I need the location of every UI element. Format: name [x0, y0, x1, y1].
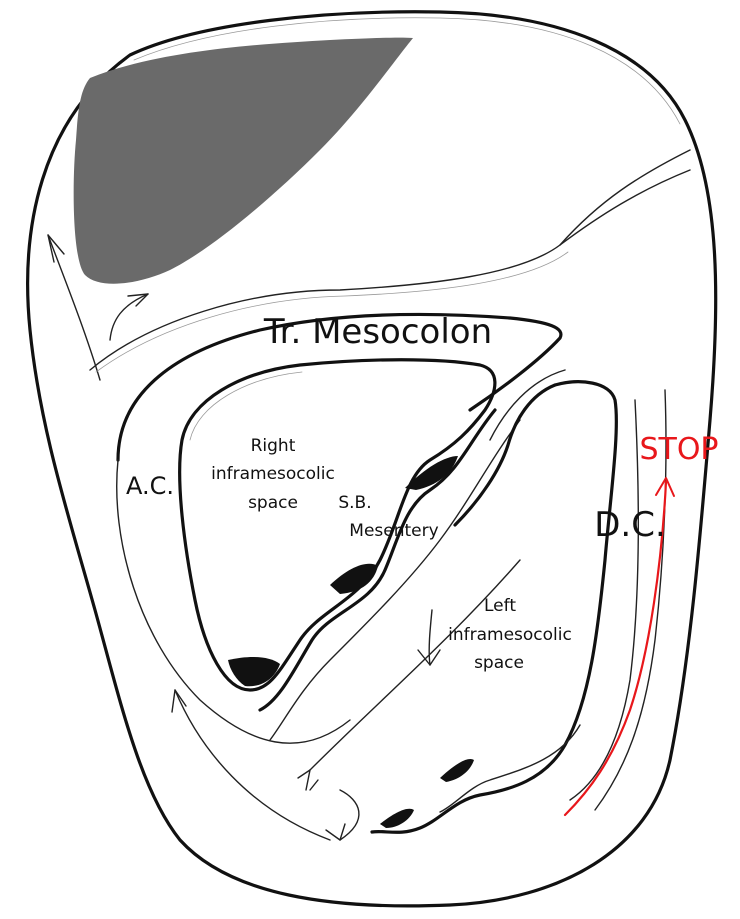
flow-arrows [171, 559, 521, 841]
label-left-space-1: Left [484, 596, 516, 616]
label-right-space-3: space [248, 493, 298, 513]
liver-shape [73, 37, 413, 284]
right-inframesocolic-outline [178, 358, 497, 692]
label-left-space-2: inframesocolic [448, 625, 572, 645]
transverse-mesocolon-outline [116, 312, 563, 744]
label-stop: STOP [639, 432, 718, 467]
stop-line [563, 477, 675, 817]
paracolic-arrows [47, 234, 149, 381]
label-tr-mesocolon: Tr. Mesocolon [263, 312, 492, 352]
label-dc: D.C. [594, 505, 666, 545]
label-left-space-3: space [474, 653, 524, 673]
left-inframesocolic-outline [370, 369, 618, 834]
label-right-space-1: Right [251, 436, 296, 456]
label-right-space-2: inframesocolic [211, 464, 335, 484]
label-sb-1: S.B. [338, 493, 371, 513]
descending-colon-gutter [569, 389, 667, 811]
abdominal-cavity-outline [26, 10, 718, 908]
label-sb-2: Mesentery [349, 521, 438, 541]
mesocolon-root-lines [89, 149, 691, 373]
sb-mesentery-lines [258, 408, 521, 741]
dark-recesses [228, 456, 474, 828]
diagram-labels: Tr. Mesocolon A.C. D.C. Right inframesoc… [126, 312, 719, 673]
label-ac: A.C. [126, 472, 174, 500]
